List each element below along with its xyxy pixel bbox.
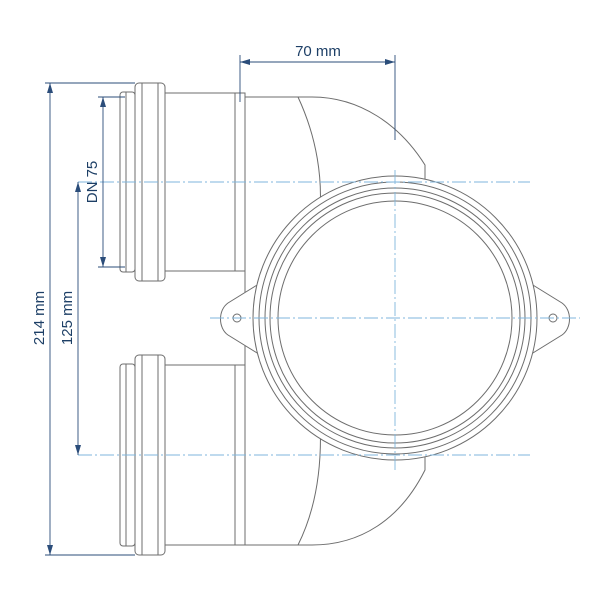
dimension-70mm: 70 mm	[239, 43, 396, 140]
dimension-125mm: 125 mm	[59, 182, 81, 455]
dimension-dn75: DN 75	[84, 96, 125, 268]
upper-socket	[119, 82, 246, 282]
centerlines	[78, 170, 580, 470]
dn-label: DN 75	[84, 161, 101, 204]
height-label: 214 mm	[31, 291, 48, 345]
spacing-label: 125 mm	[59, 291, 76, 345]
lower-socket	[119, 354, 246, 556]
width-label: 70 mm	[295, 43, 341, 60]
dimension-214mm: 214 mm	[31, 82, 135, 556]
